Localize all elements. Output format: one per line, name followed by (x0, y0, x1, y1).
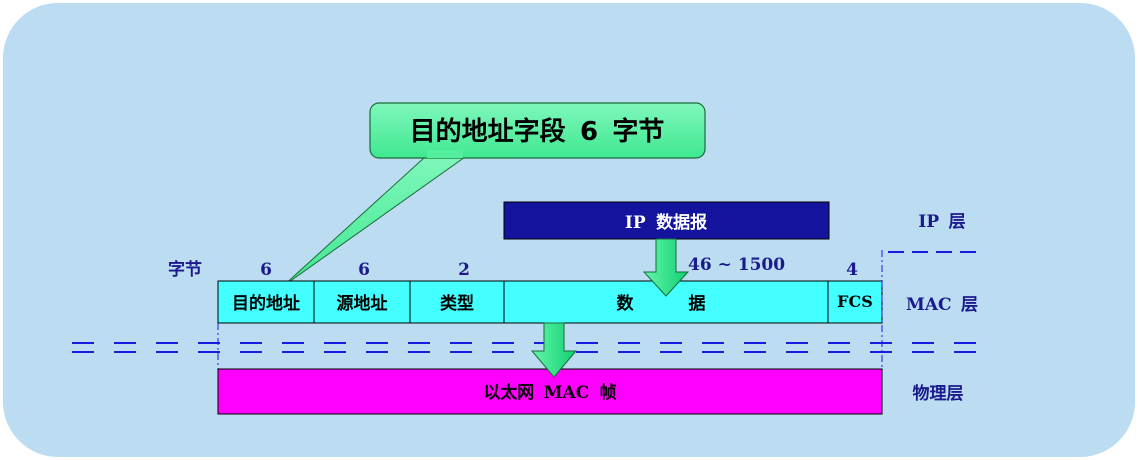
ip-datagram: IP 数据报 (503, 201, 830, 240)
callout: 目的地址字段 6 字节 (281, 102, 706, 288)
mac-field-data-right: 据 (689, 293, 706, 314)
layer-label-mac-prefix: MAC (906, 295, 952, 315)
callout-text-num: 6 (580, 117, 598, 147)
ethernet-frame-suffix: 帧 (600, 382, 617, 403)
mac-field-type-label: 类型 (440, 293, 474, 314)
mac-field-data-left: 数 (617, 293, 635, 314)
ethernet-frame-mac: MAC (544, 383, 590, 403)
arrow-mac-to-physical (530, 322, 578, 378)
mac-field-src (313, 280, 411, 324)
mac-field-dest (217, 280, 315, 324)
ethernet-frame-label: 以太网 MAC 帧 (483, 382, 616, 403)
ip-datagram-prefix: IP (625, 213, 646, 233)
size-fcs: 4 (846, 260, 858, 280)
size-data: 46 ~ 1500 (688, 255, 785, 275)
layer-label-ip-suffix: 层 (949, 212, 966, 232)
callout-text-suffix: 字节 (612, 116, 664, 147)
ip-datagram-text: 数据报 (656, 212, 707, 233)
ip-datagram-label: IP 数据报 (625, 212, 707, 233)
ip-datagram-box (503, 201, 830, 240)
layer-label-ip: IP 层 (918, 212, 965, 232)
mac-field-dest-label: 目的地址 (232, 293, 300, 314)
mac-frame: 目的地址 源地址 类型 数 据 FCS (217, 280, 883, 324)
ethernet-frame: 以太网 MAC 帧 (217, 368, 883, 415)
layer-label-mac-suffix: 层 (961, 295, 978, 315)
layer-label-mac: MAC 层 (906, 295, 978, 315)
mac-field-fcs (827, 280, 883, 324)
mac-field-type (409, 280, 505, 324)
callout-bubble (369, 102, 706, 159)
byte-label: 字节 (168, 259, 202, 280)
size-type: 2 (458, 260, 470, 280)
layer-label-physical: 物理层 (913, 383, 964, 404)
mac-field-src-label: 源地址 (337, 293, 388, 314)
layer-label-ip-prefix: IP (918, 212, 939, 232)
arrow-ip-to-mac (642, 238, 690, 297)
callout-text: 目的地址字段 6 字节 (410, 116, 665, 147)
callout-text-prefix: 目的地址字段 (410, 116, 566, 147)
ethernet-frame-prefix: 以太网 (483, 382, 534, 403)
size-dest: 6 (260, 260, 272, 280)
mac-field-fcs-label: FCS (837, 292, 873, 311)
size-src: 6 (358, 260, 370, 280)
